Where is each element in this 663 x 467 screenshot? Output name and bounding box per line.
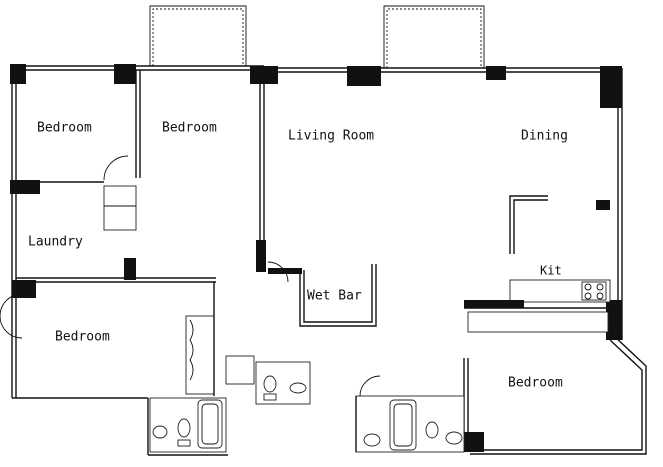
toilet-icon <box>177 418 191 447</box>
room-label-wet-bar: Wet Bar <box>307 289 362 304</box>
toilet-icon <box>425 421 439 439</box>
room-label-laundry: Laundry <box>28 235 83 250</box>
door-swing-icon <box>0 155 381 397</box>
bathtub-icon <box>197 399 223 449</box>
interior-walls <box>16 70 618 453</box>
sink-icon <box>152 382 463 447</box>
exterior-walls <box>10 64 647 456</box>
room-label-kit: Kit <box>540 264 562 278</box>
room-label-dining: Dining <box>521 129 568 144</box>
toilet-icon <box>263 375 277 401</box>
balcony-left <box>149 5 247 66</box>
room-label-living-room: Living Room <box>288 129 374 144</box>
stove-icon <box>581 281 607 301</box>
room-label-bedroom-se: Bedroom <box>508 376 563 391</box>
room-label-bedroom-sw: Bedroom <box>55 330 110 345</box>
bathtub-icon <box>389 399 417 451</box>
room-label-bedroom-n: Bedroom <box>162 121 217 136</box>
balcony-right <box>383 5 485 68</box>
room-label-bedroom-nw: Bedroom <box>37 121 92 136</box>
